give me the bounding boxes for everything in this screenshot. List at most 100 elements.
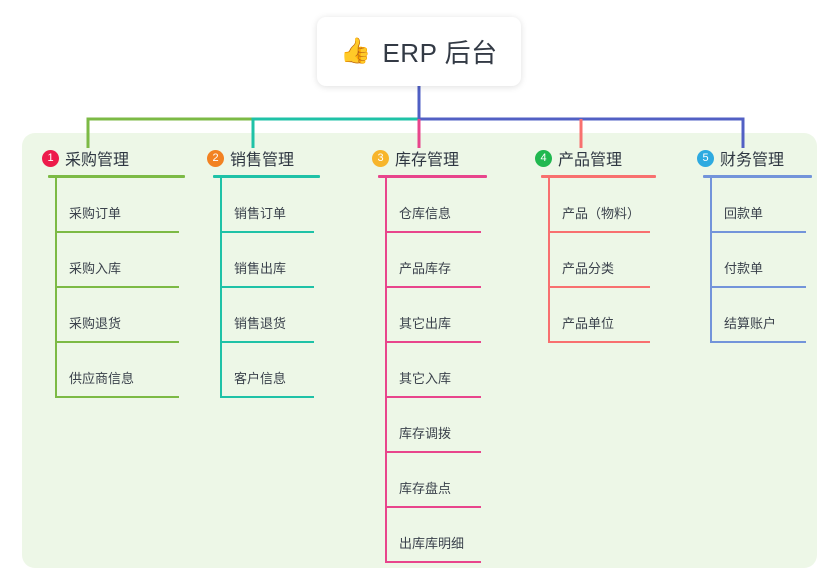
leaf-underline bbox=[220, 341, 314, 343]
leaf-node[interactable]: 库存盘点 bbox=[365, 453, 487, 508]
branch-header-4[interactable]: 4 产品管理 bbox=[528, 146, 656, 170]
branch-title-4: 产品管理 bbox=[558, 152, 623, 169]
leaf-underline bbox=[220, 286, 314, 288]
leaf-node[interactable]: 销售退货 bbox=[200, 288, 320, 343]
branch-underline-4 bbox=[541, 175, 656, 178]
leaf-label: 库存盘点 bbox=[399, 481, 452, 496]
leaf-label: 销售订单 bbox=[234, 206, 287, 221]
branches-panel bbox=[22, 133, 817, 568]
leaf-label: 其它入库 bbox=[399, 371, 452, 386]
leaf-label: 采购入库 bbox=[69, 261, 122, 276]
branch-leaves-5: 回款单付款单结算账户 bbox=[690, 178, 812, 343]
leaf-node[interactable]: 产品单位 bbox=[528, 288, 656, 343]
branch-leaves-2: 销售订单销售出库销售退货客户信息 bbox=[200, 178, 320, 398]
leaf-node[interactable]: 仓库信息 bbox=[365, 178, 487, 233]
leaf-underline bbox=[220, 396, 314, 398]
leaf-underline bbox=[710, 341, 806, 343]
leaf-node[interactable]: 产品库存 bbox=[365, 233, 487, 288]
leaf-label: 仓库信息 bbox=[399, 206, 452, 221]
leaf-node[interactable]: 销售订单 bbox=[200, 178, 320, 233]
branch-header-1[interactable]: 1 采购管理 bbox=[35, 146, 185, 170]
leaf-node[interactable]: 采购订单 bbox=[35, 178, 185, 233]
leaf-underline bbox=[55, 396, 179, 398]
leaf-label: 客户信息 bbox=[234, 371, 287, 386]
leaf-node[interactable]: 采购入库 bbox=[35, 233, 185, 288]
leaf-underline bbox=[548, 341, 650, 343]
branch-leaves-3: 仓库信息产品库存其它出库其它入库库存调拨库存盘点出库库明细 bbox=[365, 178, 487, 563]
leaf-label: 结算账户 bbox=[724, 316, 777, 331]
branch-badge-5: 5 bbox=[697, 149, 714, 167]
leaf-node[interactable]: 销售出库 bbox=[200, 233, 320, 288]
leaf-underline bbox=[55, 286, 179, 288]
branch-3: 3 库存管理仓库信息产品库存其它出库其它入库库存调拨库存盘点出库库明细 bbox=[365, 146, 487, 563]
branch-header-5[interactable]: 5 财务管理 bbox=[690, 146, 812, 170]
branch-title-1: 采购管理 bbox=[65, 152, 130, 169]
leaf-node[interactable]: 产品分类 bbox=[528, 233, 656, 288]
branch-spine-4 bbox=[548, 178, 550, 343]
thumbs-up-icon: 👍 bbox=[340, 37, 372, 65]
leaf-underline bbox=[385, 341, 481, 343]
branch-underline-5 bbox=[703, 175, 812, 178]
leaf-node[interactable]: 其它入库 bbox=[365, 343, 487, 398]
leaf-node[interactable]: 出库库明细 bbox=[365, 508, 487, 563]
leaf-label: 销售出库 bbox=[234, 261, 287, 276]
leaf-underline bbox=[548, 231, 650, 233]
leaf-node[interactable]: 回款单 bbox=[690, 178, 812, 233]
leaf-underline bbox=[385, 451, 481, 453]
branch-badge-4: 4 bbox=[535, 149, 552, 167]
leaf-label: 产品（物料） bbox=[562, 206, 641, 221]
branch-badge-1: 1 bbox=[42, 149, 59, 167]
leaf-underline bbox=[385, 561, 481, 563]
leaf-label: 回款单 bbox=[724, 206, 764, 221]
leaf-label: 供应商信息 bbox=[69, 371, 135, 386]
leaf-label: 产品库存 bbox=[399, 261, 452, 276]
leaf-label: 付款单 bbox=[724, 261, 764, 276]
leaf-label: 出库库明细 bbox=[399, 536, 465, 551]
branch-title-2: 销售管理 bbox=[230, 152, 295, 169]
leaf-label: 产品单位 bbox=[562, 316, 615, 331]
leaf-underline bbox=[385, 506, 481, 508]
root-node[interactable]: 👍 ERP 后台 bbox=[317, 17, 521, 86]
leaf-node[interactable]: 付款单 bbox=[690, 233, 812, 288]
branch-title-3: 库存管理 bbox=[395, 152, 460, 169]
branch-spine-1 bbox=[55, 178, 57, 398]
leaf-label: 销售退货 bbox=[234, 316, 287, 331]
root-node-content: 👍 ERP 后台 bbox=[340, 33, 497, 70]
branch-leaves-1: 采购订单采购入库采购退货供应商信息 bbox=[35, 178, 185, 398]
leaf-label: 采购退货 bbox=[69, 316, 122, 331]
leaf-underline bbox=[385, 286, 481, 288]
leaf-underline bbox=[710, 286, 806, 288]
branch-spine-5 bbox=[710, 178, 712, 343]
leaf-label: 产品分类 bbox=[562, 261, 615, 276]
leaf-label: 库存调拨 bbox=[399, 426, 452, 441]
branch-badge-3: 3 bbox=[372, 149, 389, 167]
leaf-label: 采购订单 bbox=[69, 206, 122, 221]
leaf-node[interactable]: 其它出库 bbox=[365, 288, 487, 343]
branch-title-5: 财务管理 bbox=[720, 152, 785, 169]
branch-underline-3 bbox=[378, 175, 487, 178]
branch-spine-3 bbox=[385, 178, 387, 563]
branch-5: 5 财务管理回款单付款单结算账户 bbox=[690, 146, 812, 343]
root-node-title: ERP 后台 bbox=[382, 38, 498, 68]
branch-header-3[interactable]: 3 库存管理 bbox=[365, 146, 487, 170]
leaf-node[interactable]: 采购退货 bbox=[35, 288, 185, 343]
branch-leaves-4: 产品（物料） 产品分类产品单位 bbox=[528, 178, 656, 343]
branch-1: 1 采购管理采购订单采购入库采购退货供应商信息 bbox=[35, 146, 185, 398]
leaf-node[interactable]: 产品（物料） bbox=[528, 178, 656, 233]
leaf-underline bbox=[220, 231, 314, 233]
leaf-node[interactable]: 库存调拨 bbox=[365, 398, 487, 453]
leaf-underline bbox=[385, 396, 481, 398]
leaf-underline bbox=[55, 231, 179, 233]
branch-spine-2 bbox=[220, 178, 222, 398]
leaf-node[interactable]: 结算账户 bbox=[690, 288, 812, 343]
leaf-underline bbox=[55, 341, 179, 343]
leaf-node[interactable]: 客户信息 bbox=[200, 343, 320, 398]
leaf-node[interactable]: 供应商信息 bbox=[35, 343, 185, 398]
branch-4: 4 产品管理产品（物料） 产品分类产品单位 bbox=[528, 146, 656, 343]
leaf-label: 其它出库 bbox=[399, 316, 452, 331]
branch-underline-1 bbox=[48, 175, 185, 178]
